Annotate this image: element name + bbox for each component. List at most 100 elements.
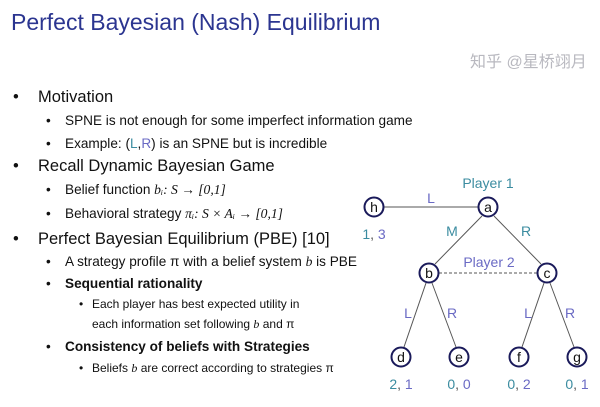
payoff-separator: ,: [515, 376, 523, 392]
payoff-player1: 0: [565, 376, 573, 392]
node-h-circle: [363, 196, 385, 218]
behavioral-formula: πᵢ: S × Aᵢ → [0,1]: [185, 206, 283, 221]
edge-a-b: [434, 215, 483, 265]
payoff-player1: 0: [447, 376, 455, 392]
node-g-circle: [566, 346, 588, 368]
player1-label: Player 1: [462, 175, 514, 191]
text: Behavioral strategy: [65, 206, 186, 221]
bullet-icon: •: [46, 254, 51, 269]
bullet-consistency: Consistency of beliefs with Strategies: [65, 339, 310, 354]
edge-a-c: [493, 215, 542, 265]
payoff-player2: 3: [378, 226, 386, 242]
bullet-icon: •: [79, 361, 84, 375]
bullet-behavioral: Behavioral strategy πᵢ: S × Aᵢ → [0,1]: [65, 206, 283, 222]
bullet-profile: A strategy profile π with a belief syste…: [65, 254, 357, 270]
example-L: L: [129, 136, 138, 151]
payoff-e: 0, 0: [447, 376, 471, 392]
edge-label-M: M: [446, 223, 458, 239]
payoff-player2: 2: [523, 376, 531, 392]
edge-label-L: L: [427, 190, 435, 206]
bullet-pbe: Perfect Bayesian Equilibrium (PBE) [10]: [38, 230, 330, 248]
text: ) is an SPNE but is incredible: [151, 136, 328, 151]
edge-c-g: [549, 282, 575, 348]
text: Belief function: [65, 182, 155, 197]
payoff-player1: 0: [507, 376, 515, 392]
math-b: b: [305, 254, 313, 269]
bullet-beliefs-correct: Beliefs b are correct according to strat…: [92, 361, 334, 376]
node-f-label: f: [517, 349, 521, 365]
node-e-circle: [448, 346, 470, 368]
node-a-label: a: [484, 199, 492, 215]
bullet-icon: •: [46, 136, 51, 151]
node-g-label: g: [573, 349, 581, 365]
bullet-seq-line1: Each player has best expected utility in: [92, 297, 300, 311]
bullet-icon: •: [46, 182, 51, 197]
bullet-spne-not-enough: SPNE is not enough for some imperfect in…: [65, 113, 413, 128]
bullet-icon: •: [46, 339, 51, 354]
text: A strategy profile π with a belief syste…: [65, 254, 306, 269]
edge-b-d: [403, 282, 427, 348]
node-b-label: b: [425, 265, 433, 281]
example-R: R: [141, 136, 152, 151]
edge-label-R: R: [521, 223, 531, 239]
bullet-belief: Belief function bᵢ: S → [0,1]: [65, 182, 226, 198]
bullet-icon: •: [13, 157, 19, 175]
payoff-separator: ,: [455, 376, 463, 392]
text: are correct according to strategies π: [137, 361, 334, 375]
math-b: b: [131, 361, 138, 375]
node-c-label: c: [544, 265, 551, 281]
edge-c-f: [521, 282, 545, 348]
node-c-circle: [536, 262, 558, 284]
payoff-separator: ,: [370, 226, 378, 242]
edges: [384, 206, 575, 348]
bullet-icon: •: [13, 88, 19, 106]
text: Beliefs: [92, 361, 132, 375]
edge-label-R: R: [565, 305, 575, 321]
slide-title: Perfect Bayesian (Nash) Equilibrium: [11, 9, 381, 35]
node-b-circle: [418, 262, 440, 284]
text: ,: [137, 136, 142, 151]
edge-labels: L M R L R L R: [404, 190, 575, 321]
belief-formula: bᵢ: S → [0,1]: [154, 182, 226, 197]
edge-label-R: R: [447, 305, 457, 321]
math-b: b: [253, 317, 260, 331]
bullet-icon: •: [46, 206, 51, 221]
node-d-label: d: [397, 349, 405, 365]
node-f-circle: [508, 346, 530, 368]
node-d-circle: [390, 346, 412, 368]
payoff-h: 1, 3: [362, 226, 386, 242]
payoff-player2: 1: [581, 376, 589, 392]
text: is PBE: [312, 254, 357, 269]
payoff-player1: 2: [389, 376, 397, 392]
text: Example: (: [65, 136, 130, 151]
text: each information set following: [92, 317, 254, 331]
payoff-player2: 1: [405, 376, 413, 392]
payoff-f: 0, 2: [507, 376, 531, 392]
player2-label: Player 2: [463, 254, 515, 270]
node-e-label: e: [455, 349, 463, 365]
payoff-g: 0, 1: [565, 376, 589, 392]
bullet-icon: •: [79, 297, 84, 311]
payoff-player1: 1: [362, 226, 370, 242]
text: and π: [259, 317, 295, 331]
payoff-separator: ,: [573, 376, 581, 392]
bullet-icon: •: [46, 276, 51, 291]
node-a-circle: [477, 196, 499, 218]
watermark: 知乎 @星桥翊月: [470, 54, 587, 71]
edge-label-L: L: [524, 305, 532, 321]
payoff-separator: ,: [397, 376, 405, 392]
payoff-d: 2, 1: [389, 376, 413, 392]
bullet-motivation: Motivation: [38, 88, 114, 106]
payoff-player2: 0: [463, 376, 471, 392]
edge-label-L: L: [404, 305, 412, 321]
bullet-icon: •: [13, 230, 19, 248]
bullet-example: Example: (L,R) is an SPNE but is incredi…: [65, 136, 327, 151]
bullet-recall: Recall Dynamic Bayesian Game: [38, 157, 275, 175]
bullet-sequential-rationality: Sequential rationality: [65, 276, 203, 291]
bullet-icon: •: [46, 113, 51, 128]
bullet-seq-line2: each information set following b and π: [92, 317, 294, 332]
